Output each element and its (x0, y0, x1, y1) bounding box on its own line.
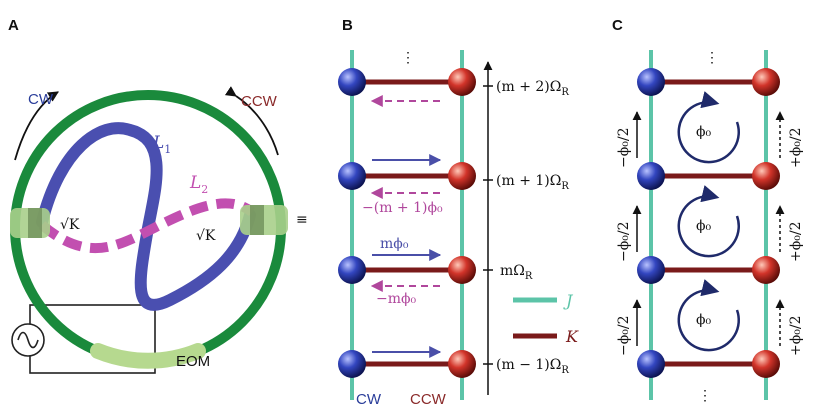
ccw-site (752, 256, 780, 284)
panel-b: B ⋮ −(m + 1)ϕ₀ mϕ₀ −mϕ₀ (m (338, 17, 579, 408)
panel-a-label: A (8, 17, 19, 34)
phase-label-right: +ϕ₀/2 (788, 127, 804, 168)
eom-label: EOM (176, 353, 210, 370)
ccw-arrow (224, 86, 279, 156)
flux-loop: ϕ₀ (677, 91, 740, 164)
phase-label-b: −mϕ₀ (376, 291, 417, 307)
cw-site (338, 68, 366, 96)
flux-loop: ϕ₀ (677, 279, 740, 352)
phase-label-left: −ϕ₀/2 (616, 315, 632, 356)
coupler-left-core (28, 208, 42, 238)
flux-loop: ϕ₀ (677, 185, 740, 258)
ccw-site (448, 162, 476, 190)
waveguide-l2 (38, 198, 256, 254)
ccw-site (448, 68, 476, 96)
dots-top-b: ⋮ (401, 50, 415, 66)
panel-c: C ⋮ ⋮ ϕ₀ ϕ₀ ϕ₀ −ϕ₀/2 −ϕ₀/2 −ϕ₀/2 (612, 17, 804, 404)
dots-bottom-c: ⋮ (698, 388, 712, 404)
legend-k-label: K (565, 327, 579, 346)
phase-label-right: +ϕ₀/2 (788, 221, 804, 262)
cw-label-a: CW (28, 91, 54, 108)
coupler-right-core (250, 205, 264, 235)
ccw-site (752, 350, 780, 378)
flux-label: ϕ₀ (696, 312, 712, 328)
phase-label-left: −ϕ₀/2 (616, 127, 632, 168)
l2-label: L2 (189, 173, 208, 196)
cw-site (637, 162, 665, 190)
l1-label: L1 (152, 133, 171, 156)
dots-top-c: ⋮ (705, 50, 719, 66)
cw-label-b: CW (356, 391, 382, 408)
cw-site (338, 350, 366, 378)
cw-site (637, 256, 665, 284)
phase-label-b: −(m + 1)ϕ₀ (362, 200, 443, 216)
panel-a: A CW CCW L1 L2 √K √K EOM ≡ (8, 17, 308, 374)
sine-wave-icon (17, 331, 39, 349)
ccw-site (448, 256, 476, 284)
equivalence-sign: ≡ (296, 212, 308, 228)
level-label: (m − 1)ΩR (496, 357, 569, 376)
panel-b-label: B (342, 17, 353, 34)
cw-site (338, 256, 366, 284)
eom-segment (90, 343, 206, 369)
flux-label: ϕ₀ (696, 218, 712, 234)
legend-j-label: J (563, 291, 574, 310)
cw-site (637, 350, 665, 378)
sqrt-k-left: √K (60, 217, 80, 233)
cw-arrow (14, 91, 59, 161)
sqrt-k-right: √K (196, 228, 216, 244)
ccw-site (752, 68, 780, 96)
ccw-site (448, 350, 476, 378)
phase-label-b: mϕ₀ (380, 236, 409, 252)
level-label: (m + 1)ΩR (496, 173, 569, 192)
level-label: (m + 2)ΩR (496, 79, 569, 98)
ccw-label-b: CCW (410, 391, 447, 408)
phase-label-left: −ϕ₀/2 (616, 221, 632, 262)
cw-site (338, 162, 366, 190)
level-label: mΩR (500, 263, 533, 282)
cw-site (637, 68, 665, 96)
phase-label-right: +ϕ₀/2 (788, 315, 804, 356)
flux-label: ϕ₀ (696, 124, 712, 140)
panel-c-label: C (612, 17, 623, 34)
ccw-label-a: CCW (241, 93, 278, 110)
ccw-site (752, 162, 780, 190)
